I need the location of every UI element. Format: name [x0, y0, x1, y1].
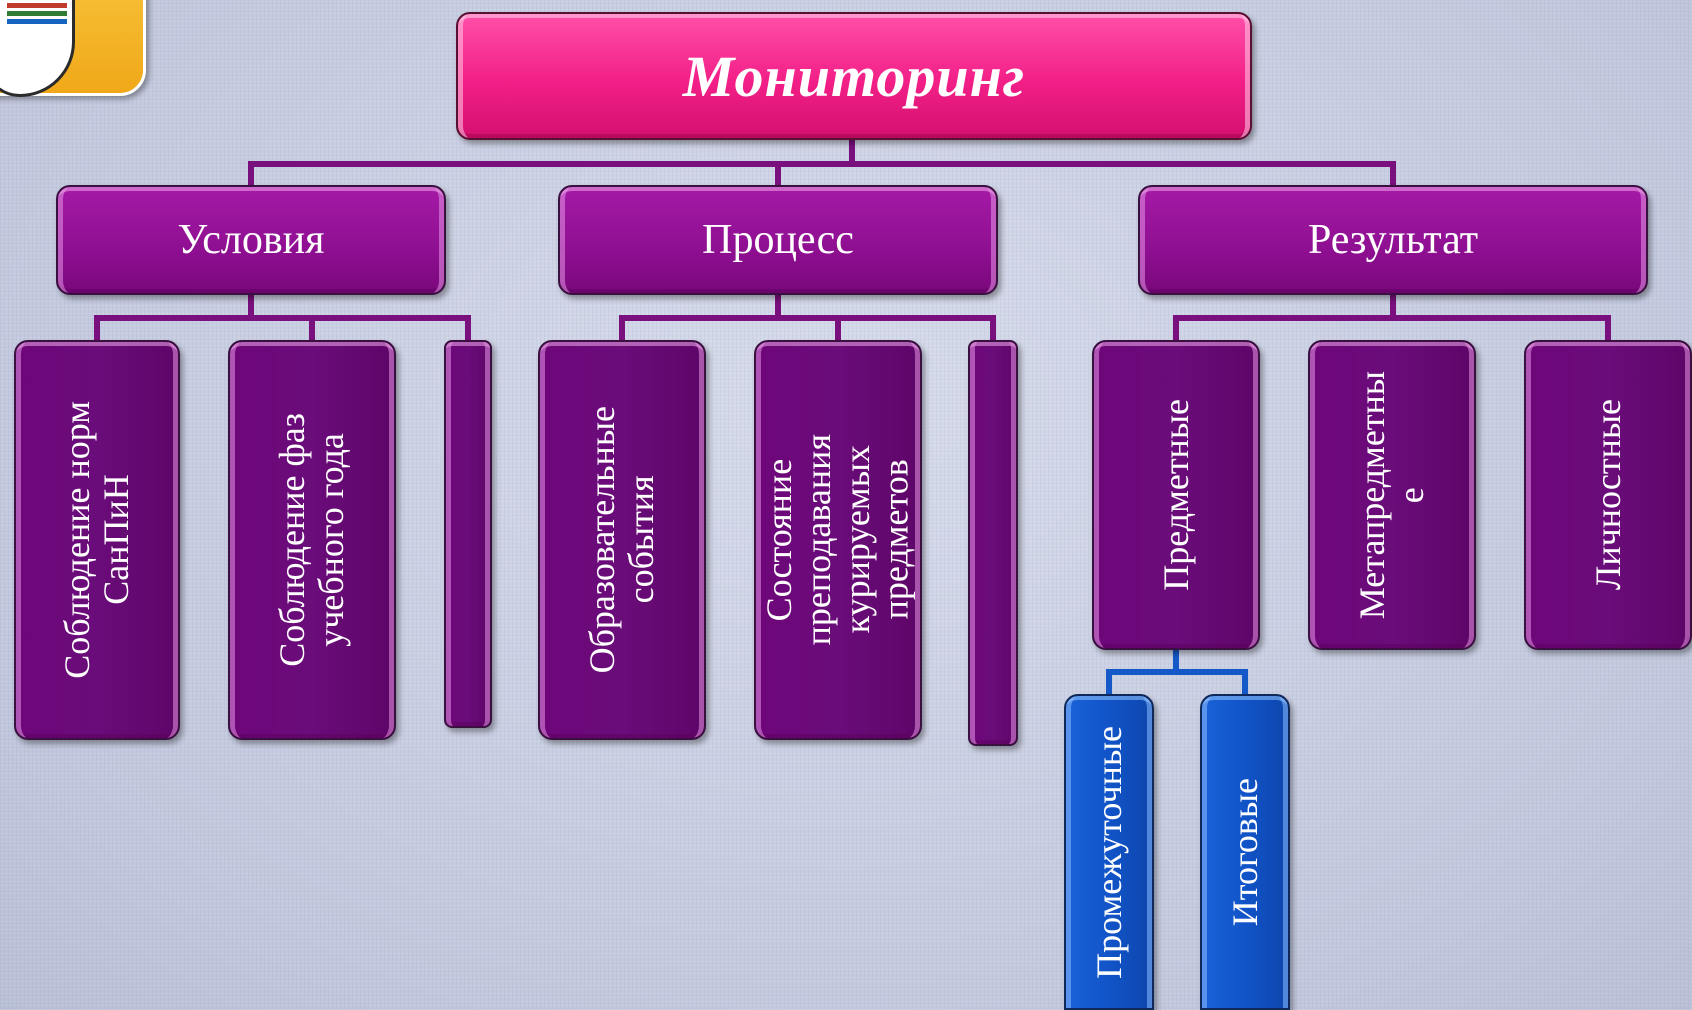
leaf-node-metasubject: Метапредметны е: [1308, 340, 1476, 650]
leaf-label: Состояние преподавания курируемых предме…: [759, 434, 916, 646]
connector-line: [248, 161, 1396, 188]
leaf-node-empty-conditions: [444, 340, 492, 728]
school-logo: [0, 0, 146, 97]
branch-label: Результат: [1307, 217, 1479, 263]
leaf-node-empty-process: [968, 340, 1018, 746]
leaf-node-personal: Личностные: [1524, 340, 1692, 650]
sub-leaf-label: Промежуточные: [1088, 725, 1129, 979]
leaf-node-subject: Предметные: [1092, 340, 1260, 650]
sub-leaf-node-final: Итоговые: [1200, 694, 1290, 1010]
branch-node-conditions: Условия: [56, 185, 446, 295]
connector-line: [1173, 315, 1611, 343]
branch-node-result: Результат: [1138, 185, 1648, 295]
leaf-node-sanpin: Соблюдение норм СанПиН: [14, 340, 180, 740]
root-label: Мониторинг: [682, 43, 1026, 109]
sub-leaf-node-intermediate: Промежуточные: [1064, 694, 1154, 1010]
leaf-label: Предметные: [1155, 399, 1196, 591]
sub-leaf-label: Итоговые: [1224, 777, 1265, 927]
leaf-node-teaching-state: Состояние преподавания курируемых предме…: [754, 340, 922, 740]
leaf-label: Образовательные события: [582, 406, 661, 674]
branch-node-process: Процесс: [558, 185, 998, 295]
leaf-node-school-year-phases: Соблюдение фаз учебного года: [228, 340, 396, 740]
connector-line: [1106, 669, 1248, 697]
leaf-label: Личностные: [1587, 399, 1628, 591]
logo-stripe: [7, 11, 67, 16]
connector-line: [619, 315, 996, 343]
leaf-label: Соблюдение норм СанПиН: [57, 401, 136, 679]
leaf-label: Метапредметны е: [1352, 370, 1431, 620]
connector-line: [94, 315, 471, 343]
leaf-label: Соблюдение фаз учебного года: [272, 413, 351, 667]
branch-label: Процесс: [702, 217, 854, 263]
logo-stripe: [7, 19, 67, 24]
branch-label: Условия: [177, 217, 325, 263]
logo-stripe: [7, 3, 67, 8]
root-node-monitoring: Мониторинг: [456, 12, 1252, 140]
leaf-node-educational-events: Образовательные события: [538, 340, 706, 740]
